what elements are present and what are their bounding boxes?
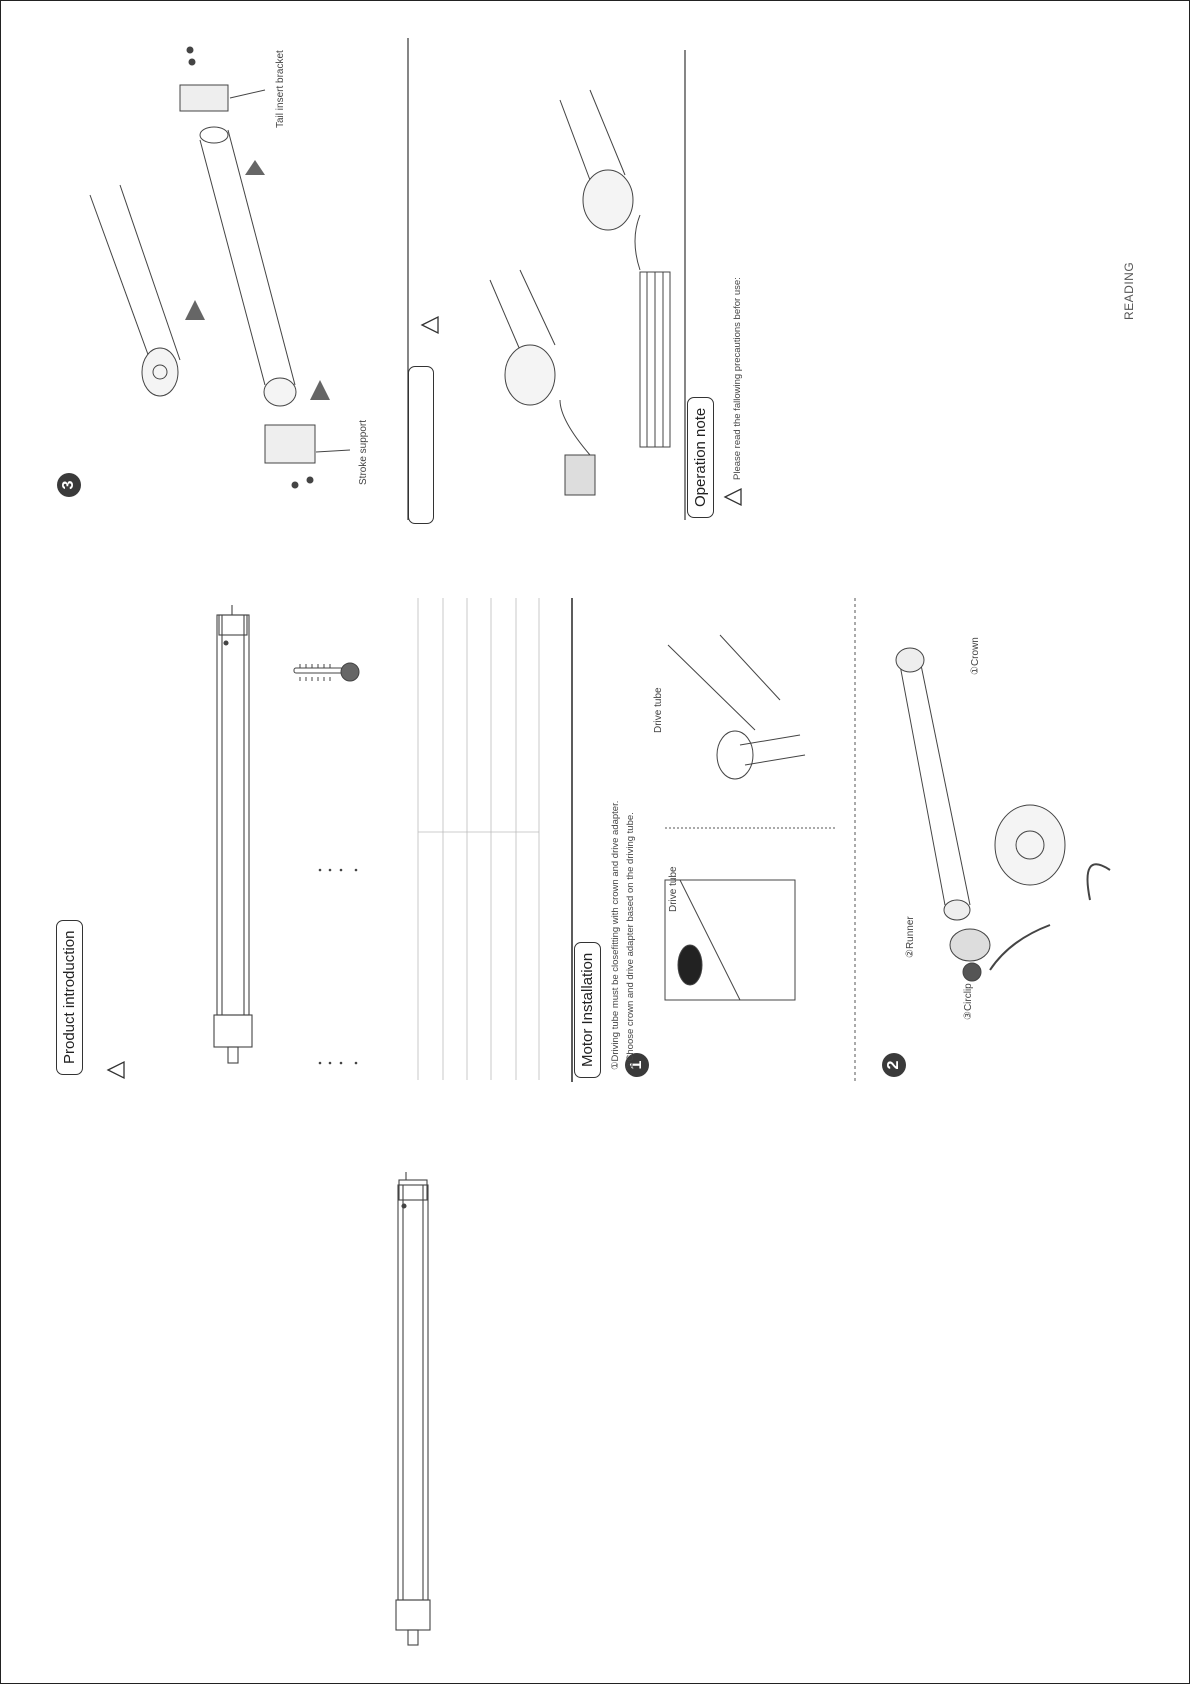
install-notes: ①Driving tube must be closefitting with … bbox=[608, 801, 638, 1070]
reading-label: READING bbox=[1122, 261, 1136, 320]
install-note-1: ①Driving tube must be closefitting with … bbox=[610, 800, 621, 1070]
tail-bracket-label: Tail insert bracket bbox=[275, 50, 286, 128]
thermometer-icon bbox=[293, 662, 360, 682]
stroke-support-label: Stroke support bbox=[358, 419, 369, 485]
operation-text: Please read the fallowing precautions be… bbox=[732, 277, 743, 480]
crown-label: ①Crown bbox=[970, 637, 981, 675]
product-introduction-pill: Product introduction bbox=[56, 919, 83, 1075]
circlip-label: ③Circlip bbox=[963, 983, 974, 1020]
step2-number: 2 bbox=[882, 1053, 906, 1077]
step1-art bbox=[664, 634, 806, 1001]
step3-assembly bbox=[89, 46, 351, 489]
motor-installation-pill: Motor Installation bbox=[574, 941, 601, 1078]
step2-art bbox=[895, 647, 1111, 982]
step3-number: 3 bbox=[57, 473, 81, 497]
drive-tube-label-b: Drive tube bbox=[668, 866, 679, 912]
runner-label: ②Runner bbox=[905, 916, 916, 958]
spec-table bbox=[417, 598, 540, 1080]
motor-tube-1 bbox=[213, 605, 253, 1064]
empty-title-pill bbox=[408, 366, 434, 524]
motor-tube-2 bbox=[395, 1172, 431, 1646]
arrow-icon bbox=[185, 160, 330, 400]
motor-heads bbox=[489, 89, 671, 496]
indicator-dots bbox=[318, 868, 358, 1065]
warning-icon bbox=[106, 315, 742, 1080]
install-note-2: ②Choose crown and drive adapter based on… bbox=[625, 812, 636, 1070]
drive-tube-label-a: Drive tube bbox=[653, 687, 664, 733]
operation-note-pill: Operation note bbox=[687, 396, 714, 518]
